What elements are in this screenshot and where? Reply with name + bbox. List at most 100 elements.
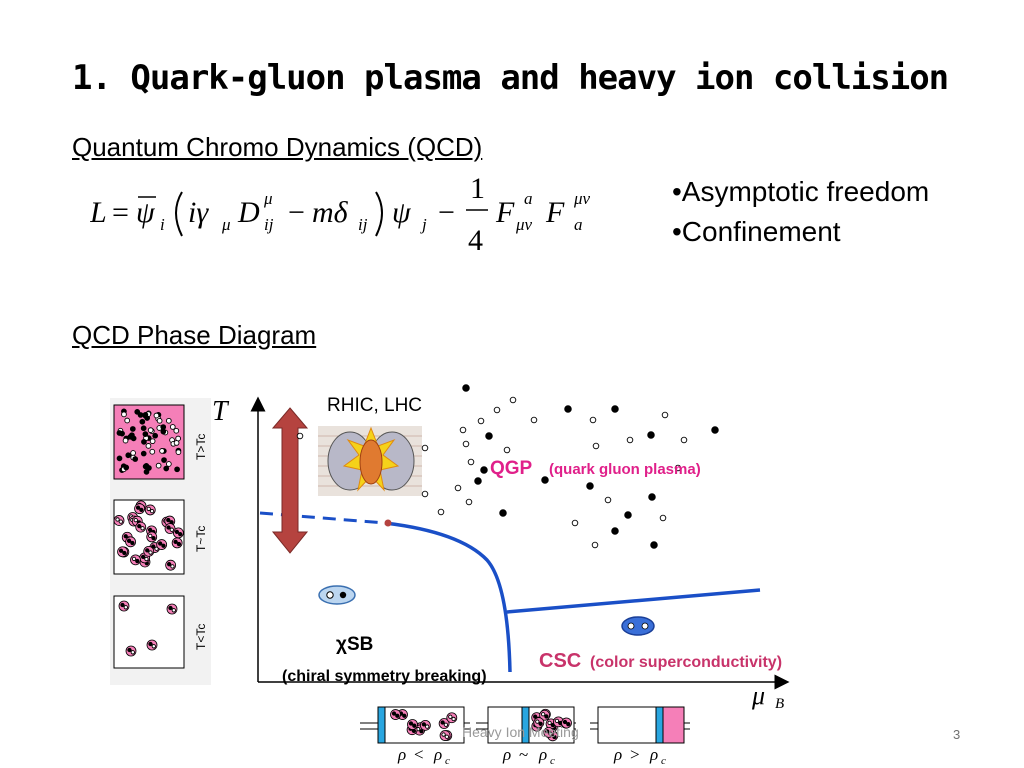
quark-dot [422,723,425,726]
quark-gluon-dot [625,512,632,519]
quark-dot [136,559,139,562]
quark-dot [135,409,140,414]
quark-gluon-dot [612,528,619,535]
quark-dot [174,428,179,433]
quark-gluon-dot [463,385,470,392]
quark-dot [119,549,122,552]
quark-dot [449,715,452,718]
piston-low-density [360,707,470,743]
quark-gluon-dot [572,520,578,526]
quark-dot [545,715,548,718]
piston2-sub: c [550,755,555,767]
quark-dot [143,432,148,437]
quark-dot [124,535,127,538]
quark-gluon-dot [504,447,510,453]
quark-dot [174,441,179,446]
quark-dot [156,463,161,468]
piston3-sub: c [661,755,666,767]
quark-dot [130,427,135,432]
quark-dot [141,426,146,431]
heavy-ion-collision-image [318,426,422,496]
quark-gluon-dot [542,477,549,484]
quark-gluon-dot [592,542,598,548]
x-axis-label: μ [751,681,765,710]
quark-gluon-dot [681,437,687,443]
quark-dot [162,458,167,463]
quark-dot [175,467,180,472]
piston3-rho: ρ [613,745,622,764]
quark-gluon-dot [297,433,303,439]
quark-dot [177,542,180,545]
quark-dot [409,722,412,725]
quark-dot [126,453,131,458]
cooper-pair-icon [622,617,654,635]
quark-dot [445,735,448,738]
quark-dot [541,713,544,716]
quark-gluon-dot [627,437,633,443]
quark-dot [119,520,122,523]
quark-dot [150,449,155,454]
chisb-description: (chiral symmetry breaking) [282,668,487,685]
quark-dot [169,606,172,609]
quark-gluon-dot [438,509,444,515]
quark-dot [171,565,174,568]
quark-dot [116,518,119,521]
qgp-description: (quark gluon plasma) [549,461,701,478]
side-label-below: T<Tc [194,624,208,650]
quark-gluon-dot [486,433,493,440]
rhic-lhc-double-arrow [273,408,307,553]
quark-dot [161,429,166,434]
chisb-label: χSB [336,634,373,655]
quark-dot [167,518,170,521]
quark-gluon-dot [478,418,484,424]
rhic-lhc-label: RHIC, LHC [327,395,422,416]
quark-gluon-dot [712,427,719,434]
quark-dot [166,462,171,467]
quark-gluon-dot [660,515,666,521]
quark-gluon-dot [463,441,469,447]
quark-gluon-dot [587,483,594,490]
quark-gluon-dot [494,407,500,413]
quark-dot [148,428,153,433]
quark-dot [166,418,171,423]
y-axis-label: T [212,396,230,427]
quark-dot [125,418,130,423]
quark-dot [420,730,423,733]
quark-dot [149,642,152,645]
quark-dot [141,555,144,558]
crossover-dashed-line [260,513,385,523]
quark-dot [124,465,129,470]
quark-dot [136,506,139,509]
x-axis-label-sub: B [775,696,784,712]
quark-dot [130,433,135,438]
quark-dot [127,539,130,542]
csc-label: CSC [539,650,581,672]
quark-dot [134,518,137,521]
quark-dot [140,508,143,511]
quark-dot [176,450,181,455]
piston1-c: ρ [433,745,442,764]
quark-dot [143,412,148,417]
side-label-near: T~Tc [194,526,208,552]
quark-dot [133,457,138,462]
phase-boundary-line [385,523,510,672]
quark-gluon-dot [612,406,619,413]
quark-dot [152,645,155,648]
quark-gluon-dot [651,542,658,549]
quark-dot [425,725,428,728]
quark-dot [392,712,395,715]
piston2-c: ρ [538,745,547,764]
quark-dot [128,648,131,651]
quark-dot [150,509,153,512]
quark-dot [536,720,539,723]
quark-dot [164,466,169,471]
quark-dot [160,449,165,454]
qgp-label: QGP [490,458,533,479]
quark-dot [444,723,447,726]
quark-dot [452,717,455,720]
piston2-rel: ~ [519,745,528,764]
quark-gluon-dot [475,478,482,485]
quark-dot [174,540,177,543]
critical-point [385,520,392,527]
quark-gluon-dot [422,445,428,451]
